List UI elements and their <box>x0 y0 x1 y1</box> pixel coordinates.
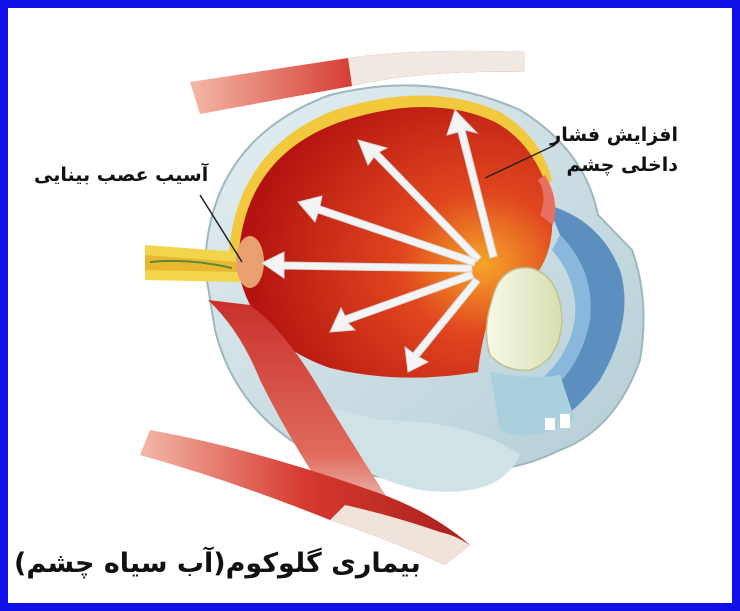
optic-nerve-label: آسیب عصب بینایی <box>34 164 208 186</box>
lens <box>486 268 562 370</box>
pressure-label-line2: داخلی چشم <box>550 150 678 180</box>
pressure-label: افزایش فشار داخلی چشم <box>550 120 678 180</box>
optic-nerve <box>145 236 264 288</box>
caption: بیماری گلوکوم(آب سیاه چشم) <box>14 548 421 579</box>
pressure-label-line1: افزایش فشار <box>550 120 678 150</box>
